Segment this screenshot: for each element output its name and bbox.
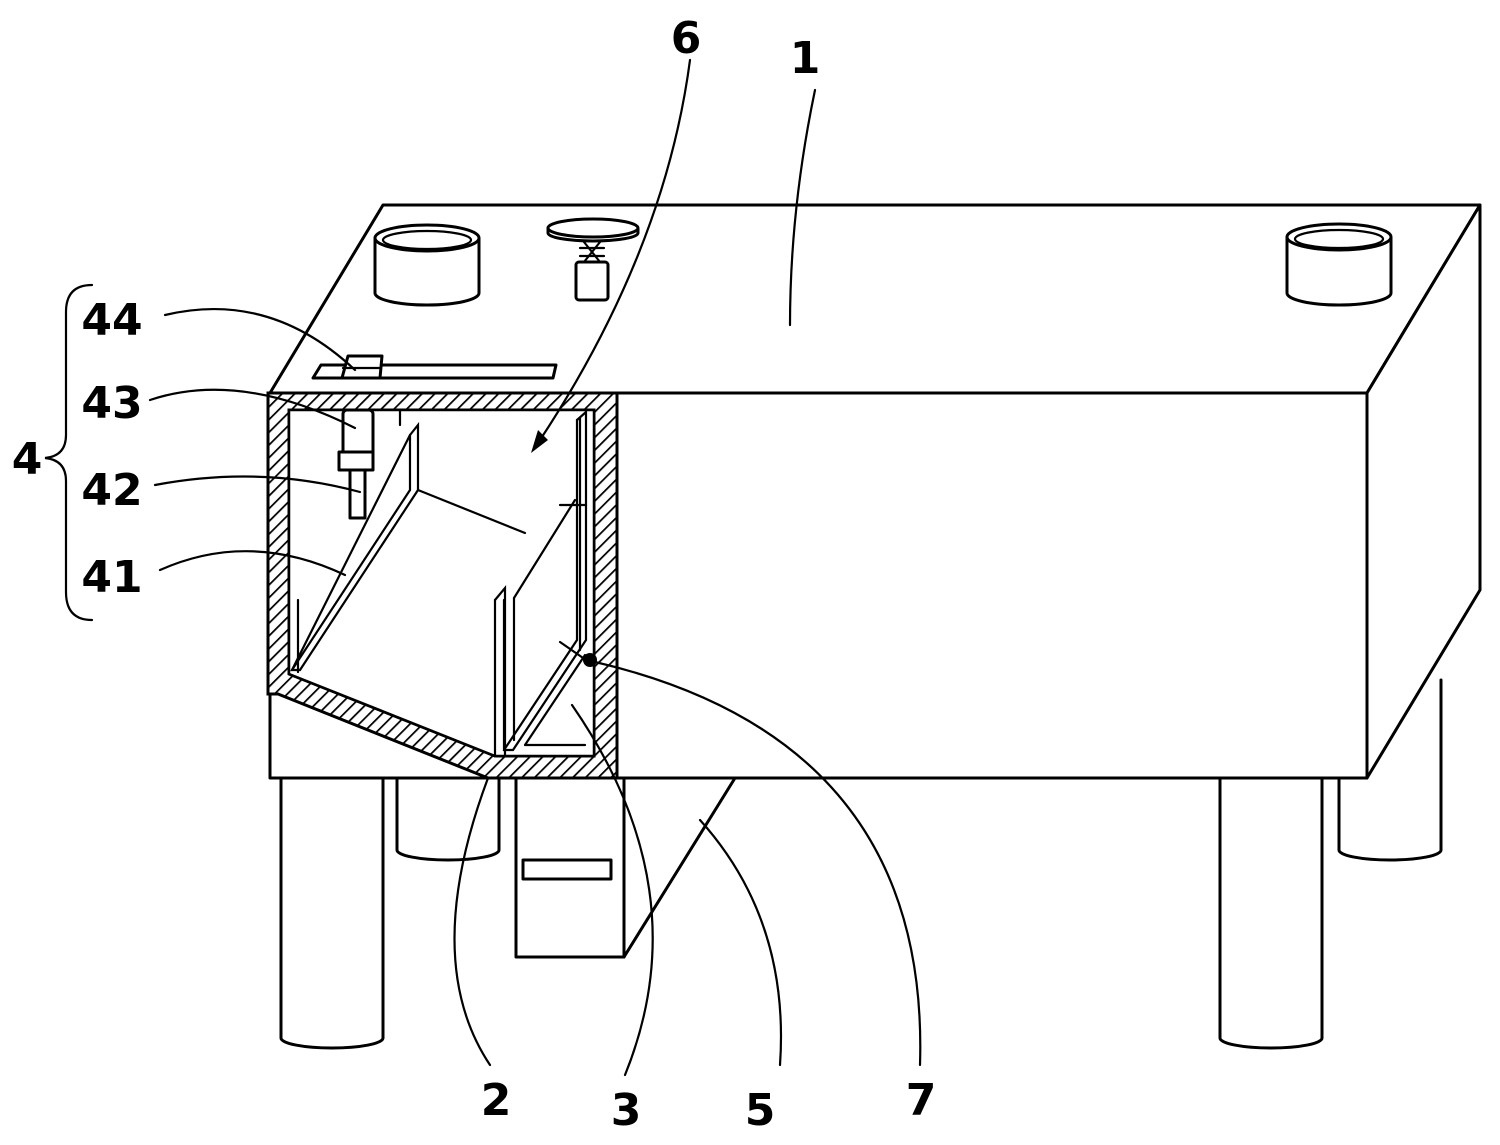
label-1: 1 — [790, 33, 821, 84]
back-right-leg — [1337, 678, 1443, 862]
leader-5 — [698, 818, 783, 1067]
label-7: 7 — [906, 1075, 937, 1126]
label-2: 2 — [481, 1075, 512, 1126]
collection-box — [514, 776, 737, 959]
leader-7 — [593, 660, 922, 1067]
front-right-leg — [1218, 776, 1324, 1050]
arrow-6 — [531, 58, 692, 453]
leader-2 — [453, 776, 492, 1067]
cylinder — [337, 408, 402, 520]
leader-lines — [148, 88, 922, 1077]
leader-3 — [570, 703, 654, 1077]
top-cup-right — [1285, 222, 1393, 307]
leader-42 — [153, 475, 362, 494]
leader-43 — [148, 388, 357, 430]
adjusting-knob — [546, 217, 640, 302]
slide-rail — [311, 354, 558, 380]
drawer-handle — [521, 858, 613, 881]
piston-rod — [348, 468, 367, 520]
label-5: 5 — [745, 1085, 776, 1136]
top-cup-left — [373, 223, 481, 307]
leader-1 — [788, 88, 817, 327]
leader-41 — [158, 550, 347, 577]
label-41: 41 — [81, 552, 142, 603]
label-42: 42 — [81, 465, 142, 516]
labels: 1 6 44 43 4 42 41 2 3 5 7 — [12, 13, 937, 1136]
label-6: 6 — [671, 13, 702, 64]
front-left-leg — [279, 698, 385, 1050]
guide-plate — [290, 421, 527, 674]
leader-44 — [163, 308, 357, 372]
label-4: 4 — [12, 434, 43, 485]
group-brace-4 — [44, 283, 94, 622]
screen-frame — [493, 409, 588, 758]
pivot-7 — [583, 653, 597, 667]
back-left-leg — [395, 738, 501, 862]
label-3: 3 — [611, 1085, 642, 1136]
label-44: 44 — [81, 295, 142, 346]
label-43: 43 — [81, 378, 142, 429]
table-side-face — [1365, 203, 1482, 780]
